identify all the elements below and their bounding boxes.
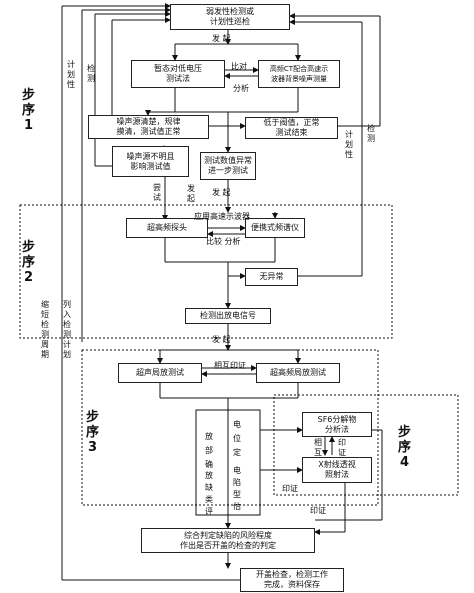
box-no-abnormality: 无异常: [245, 268, 298, 286]
box-xray-inspection: X射线透视 照射法: [302, 457, 372, 483]
vlabel-detect-right: 检测: [367, 124, 375, 143]
vlabel-planned-left: 计划性: [67, 60, 75, 89]
label-initiate-2: 发 起: [212, 188, 231, 197]
step2-region: [19, 204, 393, 339]
box-hfct-background-noise: 高频CT配合高速示 波器背景噪声测量: [258, 60, 340, 88]
vlabel-planned-right: 计划性: [345, 130, 353, 159]
vlabel-detect-left: 检测: [87, 64, 95, 83]
vlabel-add-to-plan: 列入检测计划: [63, 300, 71, 359]
box-noise-unclear: 噪声源不明且 影响测试值: [112, 146, 189, 177]
box-uhf-probe: 超高频探头: [126, 218, 208, 238]
vlabel-defect-type: 放缺类评: [205, 471, 213, 516]
step-3-label: 步 序 3: [86, 410, 100, 455]
vlabel-locate-discharge-2: 电位定: [233, 420, 241, 457]
vlabel-attempt: 尝试: [153, 183, 161, 202]
box-initial-inspection: 弱发性检测或 计划性巡检: [170, 4, 290, 30]
label-mutual-confirm: 相互印证: [214, 361, 246, 370]
step-1-label: 步 序 1: [22, 88, 36, 133]
box-ultrasonic-pd-test: 超声局放测试: [118, 363, 202, 383]
label-initiate-1: 发 起: [212, 34, 231, 43]
vlabel-mutual: 相互: [314, 438, 322, 457]
label-confirm-1: 印证: [282, 484, 298, 493]
step-4-label: 步 序 4: [398, 425, 412, 470]
vlabel-locate-discharge: 放部确: [205, 432, 213, 469]
step-2-label: 步 序 2: [22, 240, 36, 285]
vlabel-shorten-cycle: 缩短检测周期: [41, 300, 49, 359]
vlabel-defect-type-2: 电陷型估: [233, 466, 241, 511]
box-portable-spectrum: 便携式频谱仪: [245, 218, 305, 238]
box-transient-voltage-test: 暂态对低电压 测试法: [131, 60, 225, 88]
step4-region: [273, 394, 459, 496]
box-sf6-analysis: SF6分解物 分析法: [302, 412, 372, 437]
label-analysis-1: 分析: [233, 84, 249, 93]
label-compare-analyze: 比较 分析: [206, 237, 241, 246]
label-confirm-2: 印证: [310, 506, 326, 515]
box-noise-clear: 噪声源清楚，规律 摸清，测试值正常: [88, 115, 209, 139]
box-open-and-inspect: 开盖检查，检测工作 完成，资料保存: [240, 568, 344, 592]
vlabel-confirm: 印证: [338, 438, 346, 457]
box-discharge-signal-detected: 检测出放电信号: [185, 308, 271, 324]
label-compare: 比对: [231, 62, 247, 71]
label-initiate-3: 发 起: [212, 335, 231, 344]
vlabel-initiate: 发起: [187, 184, 195, 203]
box-below-threshold: 低于阀值，正常 测试结束: [245, 117, 338, 139]
label-use-hs-oscilloscope: 应用高速示波器: [194, 212, 250, 221]
box-risk-judgement: 综合判定缺陷的风险程度 作出是否开盖的检查的判定: [141, 528, 315, 553]
box-uhf-pd-test: 超高频局放测试: [256, 363, 340, 383]
box-abnormal-further-test: 测试数值异常 进一步测试: [200, 152, 256, 180]
